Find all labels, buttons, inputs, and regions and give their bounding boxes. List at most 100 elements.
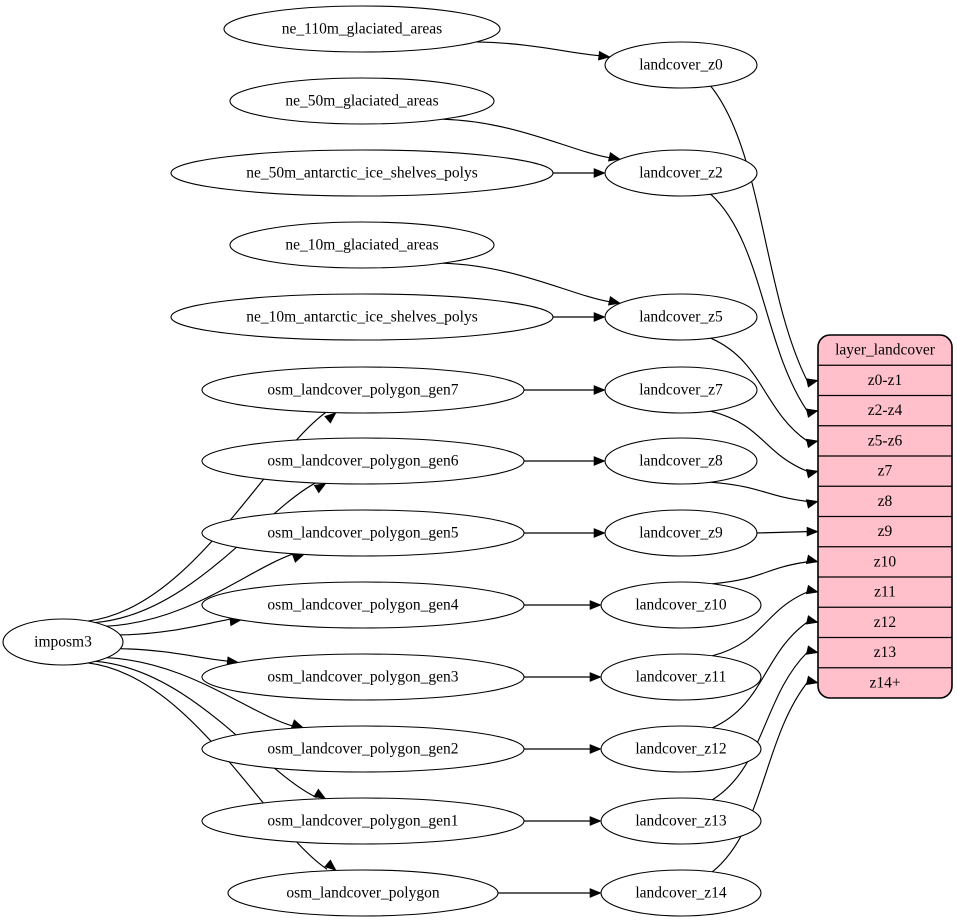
edge-arrowhead	[290, 719, 304, 729]
node-ne_10m_antarctic_ice_shelves_polys[interactable]: ne_10m_antarctic_ice_shelves_polys	[170, 293, 554, 341]
node-landcover_z9[interactable]: landcover_z9	[604, 509, 758, 557]
layer-table-cell-label: z10	[874, 553, 897, 570]
layer-table-row-z13[interactable]: z13	[874, 644, 897, 661]
node-osm_landcover_polygon_gen3[interactable]: osm_landcover_polygon_gen3	[201, 653, 525, 701]
node-label-ne_110m_glaciated_areas: ne_110m_glaciated_areas	[282, 21, 442, 38]
layer-table-row-z2-z4[interactable]: z2-z4	[868, 402, 903, 419]
edge-arrowhead	[313, 788, 327, 800]
edge-arrowhead	[805, 645, 819, 655]
edge-landcover_z2-to-z2-z4	[710, 193, 808, 411]
edge-arrowhead	[805, 584, 819, 595]
edge-imposm3-to-osm_landcover_polygon_gen2	[106, 657, 295, 728]
node-landcover_z8[interactable]: landcover_z8	[604, 437, 758, 485]
node-ne_50m_glaciated_areas[interactable]: ne_50m_glaciated_areas	[229, 77, 495, 125]
node-shape-landcover_z11	[600, 653, 762, 701]
node-ne_10m_glaciated_areas[interactable]: ne_10m_glaciated_areas	[229, 221, 495, 269]
node-landcover_z0[interactable]: landcover_z0	[604, 41, 758, 89]
node-label-landcover_z12: landcover_z12	[635, 741, 726, 758]
node-label-ne_10m_antarctic_ice_shelves_polys: ne_10m_antarctic_ice_shelves_polys	[246, 309, 478, 326]
node-label-osm_landcover_polygon_gen2: osm_landcover_polygon_gen2	[267, 741, 458, 758]
layer-table-row-z5-z6[interactable]: z5-z6	[868, 432, 903, 449]
node-imposm3[interactable]: imposm3	[2, 618, 124, 666]
node-landcover_z13[interactable]: landcover_z13	[600, 797, 762, 845]
layer-table-row-z7[interactable]: z7	[878, 463, 893, 480]
node-osm_landcover_polygon[interactable]: osm_landcover_polygon	[227, 869, 499, 917]
edge-landcover_z0-to-z0-z1	[710, 85, 808, 381]
node-shape-osm_landcover_polygon	[227, 869, 499, 917]
node-osm_landcover_polygon_gen6[interactable]: osm_landcover_polygon_gen6	[201, 437, 525, 485]
node-osm_landcover_polygon_gen4[interactable]: osm_landcover_polygon_gen4	[201, 581, 525, 629]
edge-ne_110m_glaciated_areas-to-landcover_z0	[476, 41, 601, 57]
layer-table-cell-label: z0-z1	[868, 372, 902, 389]
node-osm_landcover_polygon_gen5[interactable]: osm_landcover_polygon_gen5	[201, 509, 525, 557]
node-ne_50m_antarctic_ice_shelves_polys[interactable]: ne_50m_antarctic_ice_shelves_polys	[170, 149, 554, 197]
edge-arrowhead	[593, 385, 606, 395]
node-landcover_z14[interactable]: landcover_z14	[600, 869, 762, 917]
node-shape-osm_landcover_polygon_gen3	[201, 653, 525, 701]
node-landcover_z7[interactable]: landcover_z7	[604, 366, 758, 414]
node-shape-ne_10m_antarctic_ice_shelves_polys	[170, 293, 554, 341]
edge-arrowhead	[805, 554, 819, 565]
node-label-osm_landcover_polygon_gen1: osm_landcover_polygon_gen1	[267, 813, 458, 830]
layer-table-row-z14+[interactable]: z14+	[869, 674, 900, 691]
node-label-osm_landcover_polygon_gen7: osm_landcover_polygon_gen7	[267, 382, 458, 399]
edge-arrowhead	[291, 553, 305, 563]
edge-arrowhead	[589, 672, 602, 682]
edge-arrowhead	[598, 50, 611, 61]
node-shape-osm_landcover_polygon_gen6	[201, 437, 525, 485]
layer-table-row-z12[interactable]: z12	[874, 614, 896, 631]
node-osm_landcover_polygon_gen7[interactable]: osm_landcover_polygon_gen7	[201, 366, 525, 414]
layer-table-cell-label: z13	[874, 644, 897, 661]
edge-landcover_z5-to-z5-z6	[710, 337, 808, 442]
node-landcover_z11[interactable]: landcover_z11	[600, 653, 762, 701]
edge-arrowhead	[589, 888, 602, 898]
node-shape-landcover_z8	[604, 437, 758, 485]
node-shape-osm_landcover_polygon_gen1	[201, 797, 525, 845]
edge-arrowhead	[313, 482, 327, 494]
node-shape-landcover_z13	[600, 797, 762, 845]
node-label-landcover_z8: landcover_z8	[639, 453, 723, 470]
edge-arrowhead	[805, 615, 819, 625]
node-label-landcover_z10: landcover_z10	[635, 597, 726, 614]
edge-arrowhead	[593, 168, 606, 178]
layer-landcover-table[interactable]: layer_landcoverz0-z1z2-z4z5-z6z7z8z9z10z…	[817, 334, 953, 699]
node-label-osm_landcover_polygon_gen6: osm_landcover_polygon_gen6	[267, 453, 458, 470]
edge-arrowhead	[593, 528, 606, 538]
node-label-osm_landcover_polygon_gen5: osm_landcover_polygon_gen5	[267, 525, 458, 542]
node-landcover_z2[interactable]: landcover_z2	[604, 149, 758, 197]
edge-arrowhead	[324, 412, 337, 424]
layer-table-row-z0-z1[interactable]: z0-z1	[868, 372, 902, 389]
node-landcover_z5[interactable]: landcover_z5	[604, 293, 758, 341]
edge-imposm3-to-osm_landcover_polygon_gen3	[120, 648, 230, 662]
node-landcover_z10[interactable]: landcover_z10	[600, 581, 762, 629]
node-ne_110m_glaciated_areas[interactable]: ne_110m_glaciated_areas	[223, 5, 501, 53]
node-osm_landcover_polygon_gen1[interactable]: osm_landcover_polygon_gen1	[201, 797, 525, 845]
node-shape-landcover_z0	[604, 41, 758, 89]
edge-landcover_z12-to-z12	[712, 621, 808, 729]
node-shape-osm_landcover_polygon_gen7	[201, 366, 525, 414]
layer-table-cell-label: z2-z4	[868, 402, 903, 419]
node-label-landcover_z7: landcover_z7	[639, 382, 723, 399]
edge-arrowhead	[806, 526, 819, 537]
node-shape-landcover_z7	[604, 366, 758, 414]
edge-arrowhead	[805, 499, 819, 509]
edge-arrowhead	[589, 816, 602, 826]
layer-table-row-z11[interactable]: z11	[874, 584, 896, 601]
node-label-landcover_z13: landcover_z13	[635, 813, 726, 830]
node-osm_landcover_polygon_gen2[interactable]: osm_landcover_polygon_gen2	[201, 725, 525, 773]
node-landcover_z12[interactable]: landcover_z12	[600, 725, 762, 773]
node-shape-landcover_z9	[604, 509, 758, 557]
node-shape-landcover_z5	[604, 293, 758, 341]
edge-landcover_z10-to-z10	[712, 561, 808, 585]
node-shape-ne_10m_glaciated_areas	[229, 221, 495, 269]
node-shape-landcover_z12	[600, 725, 762, 773]
layer-table-row-z9[interactable]: z9	[878, 523, 893, 540]
node-shape-landcover_z14	[600, 869, 762, 917]
edge-landcover_z14-to-z14+	[711, 682, 808, 873]
layer-table-row-z8[interactable]: z8	[878, 493, 893, 510]
layer-table-row-z10[interactable]: z10	[874, 553, 897, 570]
layer-table-cell-label: z7	[878, 463, 893, 480]
edge-landcover_z9-to-z9	[756, 531, 808, 534]
edge-arrowhead	[593, 312, 606, 322]
